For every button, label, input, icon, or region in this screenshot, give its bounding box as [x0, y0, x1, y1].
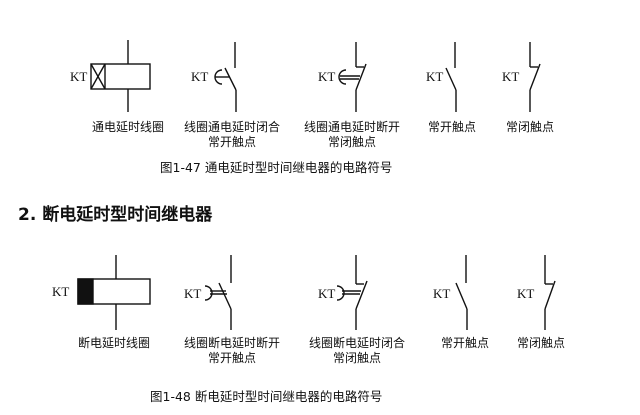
svg-text:KT: KT	[433, 286, 450, 301]
svg-text:KT: KT	[184, 286, 201, 301]
off-delay-coil-symbol: KT	[52, 255, 151, 330]
svg-text:KT: KT	[70, 69, 87, 84]
off-delay-opening-no-contact-symbol: KT	[184, 255, 232, 330]
symbol-label: 断电延时线圈	[78, 335, 150, 350]
symbol-label: 线圈断电延时闭合	[309, 335, 405, 350]
section-heading: 2. 断电延时型时间继电器	[18, 204, 213, 225]
svg-text:KT: KT	[318, 69, 335, 84]
symbol-label: 线圈通电延时闭合	[184, 119, 280, 134]
nc-contact-symbol: KT	[517, 255, 556, 330]
on-delay-coil-symbol: KT	[70, 40, 151, 112]
symbol-label: 线圈断电延时断开	[184, 335, 280, 350]
svg-text:KT: KT	[426, 69, 443, 84]
on-delay-closing-no-contact-symbol: KT	[191, 42, 237, 112]
symbol-label: 常开触点	[428, 120, 476, 134]
no-contact-symbol: KT	[426, 42, 457, 112]
symbol-label: 常闭触点	[328, 135, 376, 149]
figure-caption: 图1-48 断电延时型时间继电器的电路符号	[150, 389, 382, 404]
symbol-label: 线圈通电延时断开	[304, 119, 400, 134]
on-delay-opening-nc-contact-symbol: KT	[318, 42, 367, 112]
symbol-label: 常闭触点	[506, 120, 554, 134]
symbol-label: 常开触点	[441, 336, 489, 350]
svg-text:KT: KT	[191, 69, 208, 84]
symbol-label: 常闭触点	[517, 336, 565, 350]
symbol-label: 常开触点	[208, 351, 256, 365]
symbol-label: 通电延时线圈	[92, 120, 164, 134]
figure-caption: 图1-47 通电延时型时间继电器的电路符号	[160, 160, 392, 175]
symbol-label: 常开触点	[208, 135, 256, 149]
svg-text:KT: KT	[502, 69, 519, 84]
nc-contact-symbol: KT	[502, 42, 541, 112]
svg-text:KT: KT	[52, 284, 69, 299]
svg-text:KT: KT	[318, 286, 335, 301]
symbol-label: 常闭触点	[333, 351, 381, 365]
off-delay-closing-nc-contact-symbol: KT	[318, 255, 368, 330]
no-contact-symbol: KT	[433, 255, 468, 330]
svg-text:KT: KT	[517, 286, 534, 301]
